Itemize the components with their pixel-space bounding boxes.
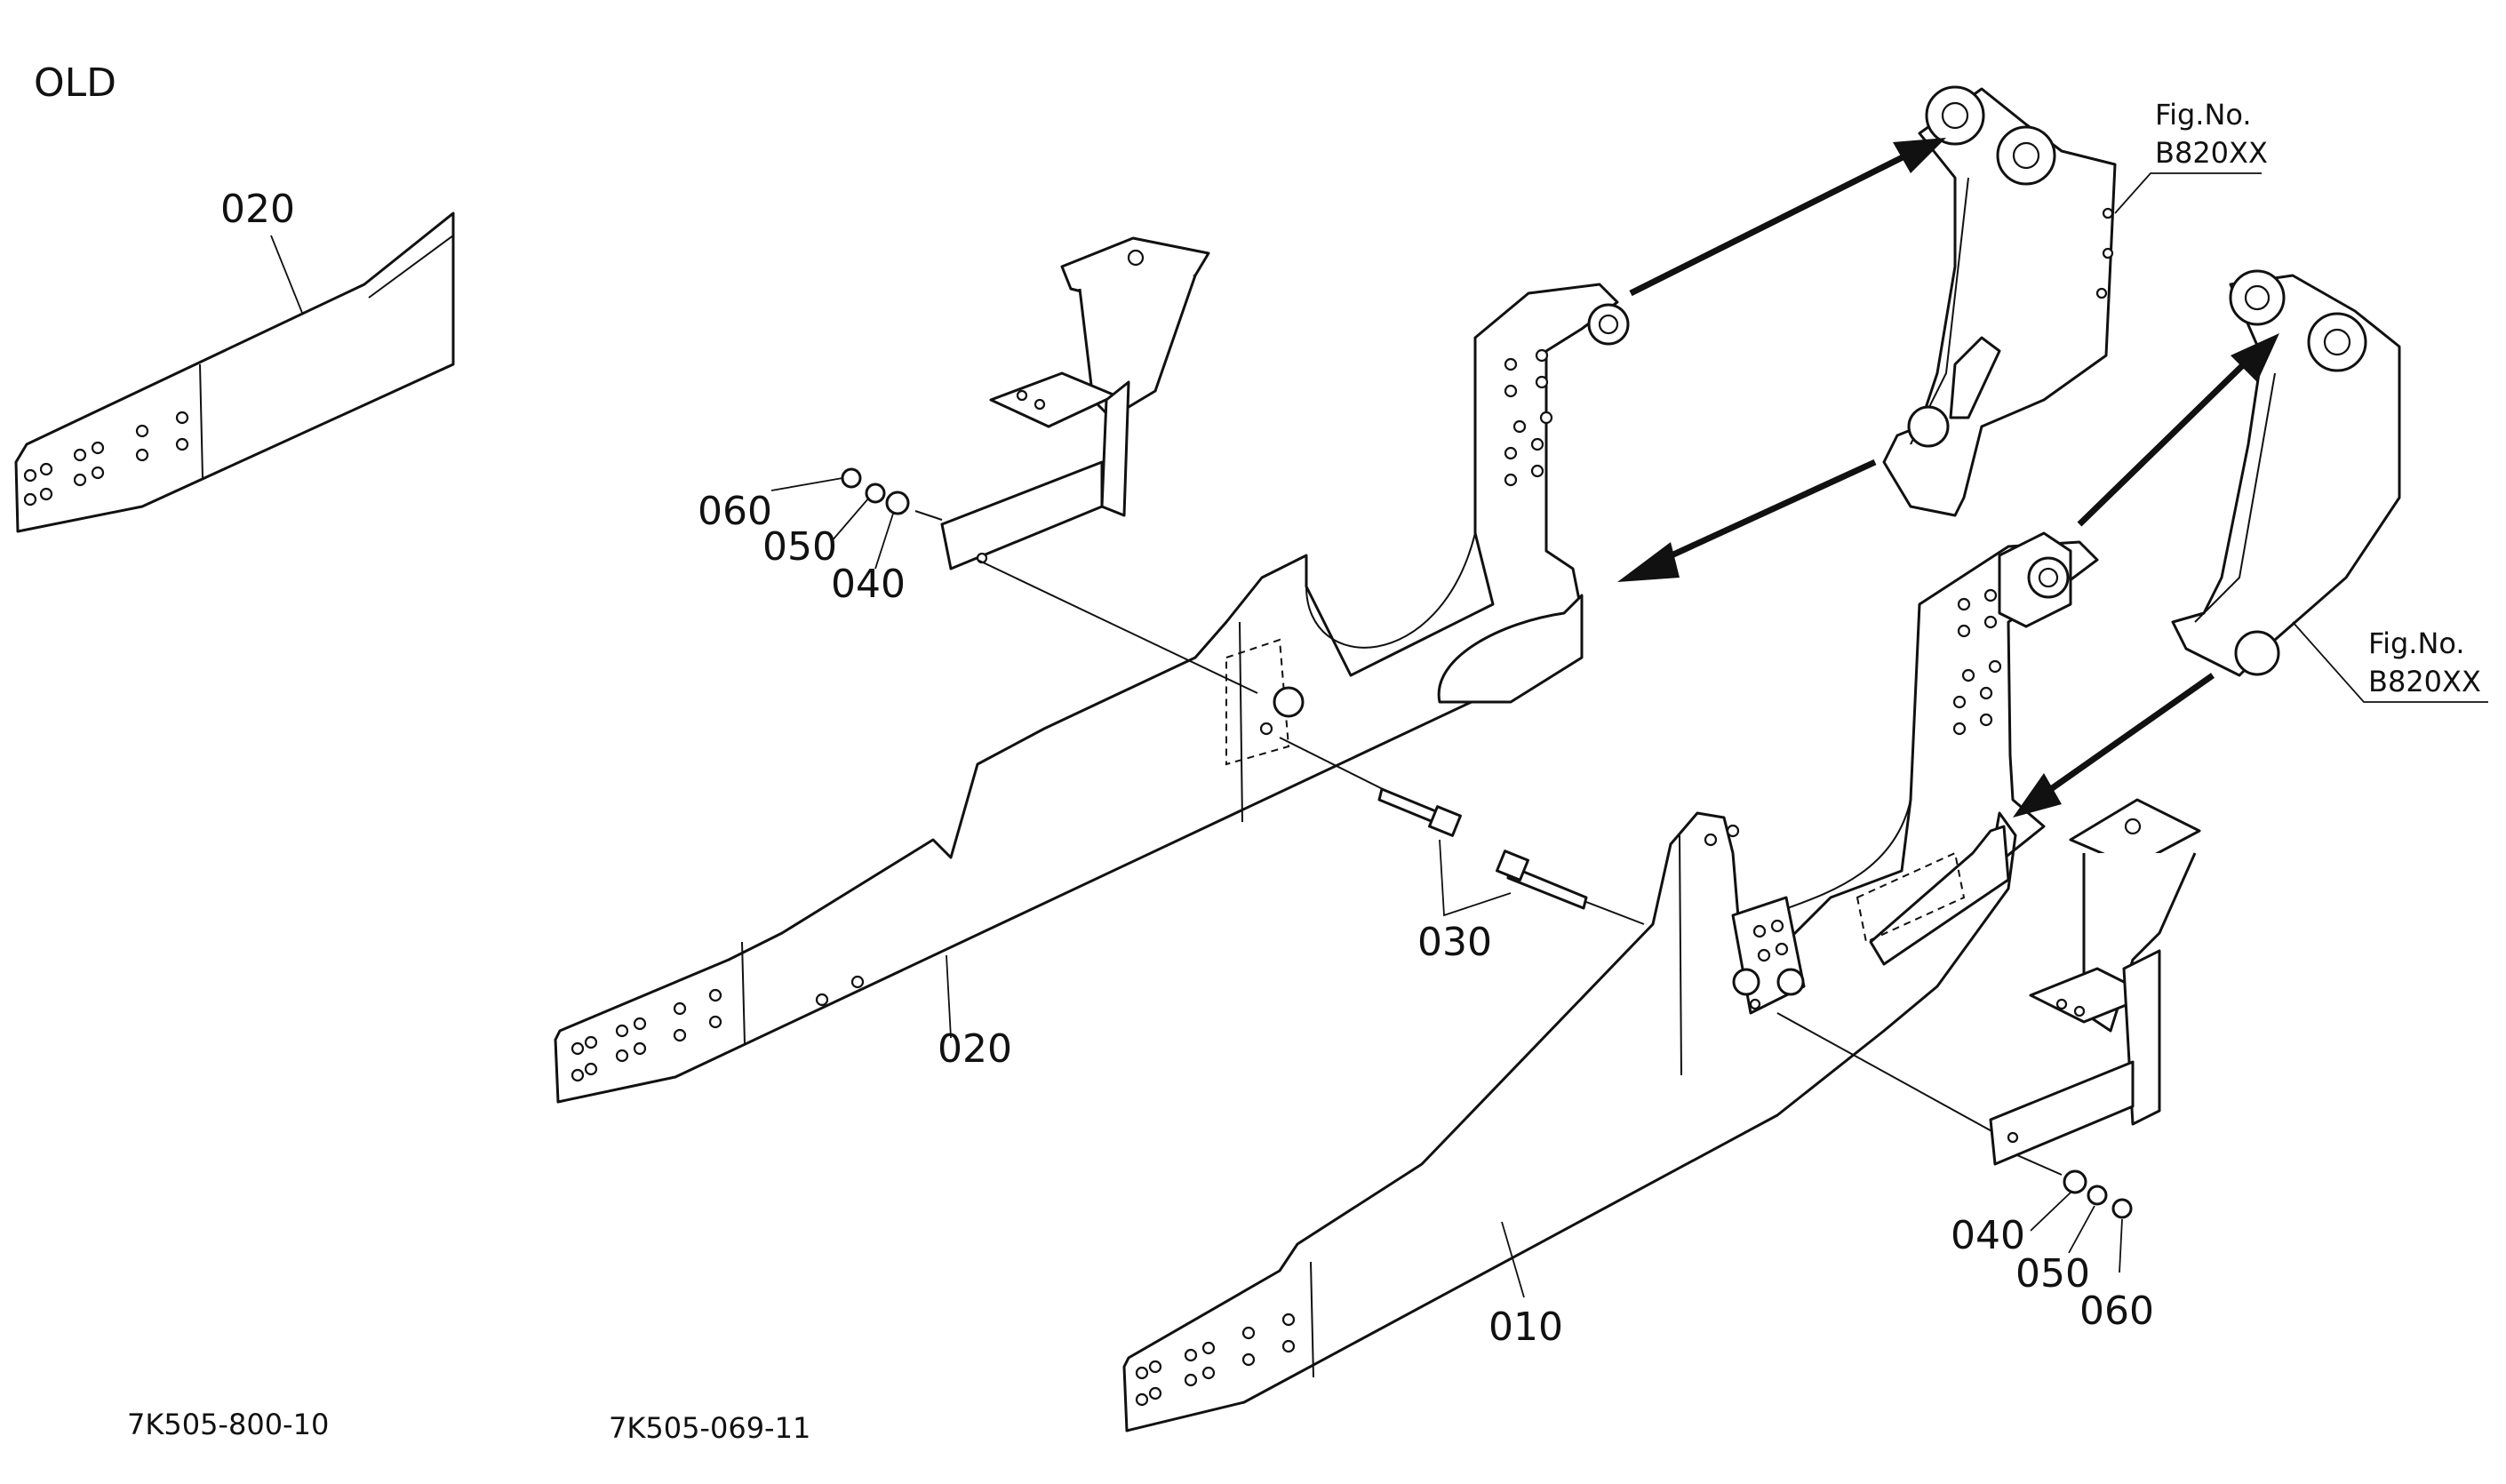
- callout-washer-right: 040: [1951, 1213, 2025, 1258]
- frame-020-holes: [571, 348, 1553, 1082]
- drawing-number-left: 7K505-800-10: [127, 1408, 329, 1441]
- callout-nut-right: 060: [2079, 1289, 2154, 1334]
- callout-nut-left: 060: [698, 489, 772, 534]
- hardware-left: 060 050 040: [698, 467, 1258, 694]
- bolts-030: 030: [1279, 737, 1645, 965]
- bracket-right: [1989, 798, 2201, 1166]
- old-frame-holes: [23, 411, 189, 507]
- frame-010-holes: [1135, 588, 2002, 1407]
- frame-010: 010: [1122, 531, 2099, 1432]
- callout-lockwasher-left: 050: [762, 524, 837, 570]
- callout-washer-left: 040: [831, 562, 906, 607]
- callout-old-frame: 020: [220, 187, 295, 232]
- callout-frame-right: 010: [1488, 1304, 1563, 1350]
- fig-ref-upper-line1: Fig.No.: [2155, 98, 2252, 132]
- diagram-title: OLD: [34, 60, 116, 106]
- old-frame-020: 020: [14, 187, 455, 533]
- bracket-left: [940, 236, 1210, 570]
- drawing-number-center: 7K505-069-11: [609, 1411, 810, 1445]
- assembly-arrows: [1617, 138, 2279, 818]
- fig-ref-lower-line2: B820XX: [2368, 665, 2481, 698]
- loader-arm-lower: Fig.No. B820XX: [2171, 269, 2488, 703]
- callout-bolts: 030: [1417, 920, 1492, 965]
- fig-ref-lower-line1: Fig.No.: [2368, 626, 2465, 660]
- callout-lockwasher-right: 050: [2015, 1251, 2090, 1297]
- loader-arm-upper: Fig.No. B820XX: [1882, 85, 2268, 517]
- frame-020: 020: [554, 283, 1630, 1104]
- hardware-right: 040 050 060: [1951, 1154, 2154, 1334]
- callout-frame-left: 020: [938, 1026, 1012, 1072]
- fig-ref-upper-line2: B820XX: [2155, 136, 2268, 170]
